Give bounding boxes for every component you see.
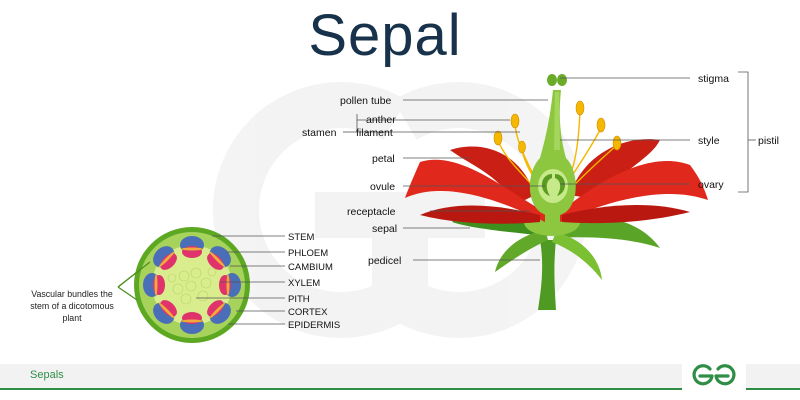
footer-caption: Sepals [30, 369, 64, 381]
petal-back-right [570, 139, 660, 200]
label-petal: petal [372, 153, 395, 165]
style-shape [554, 92, 560, 150]
label-sepal: sepal [372, 223, 397, 235]
petal-back-left [450, 146, 535, 205]
vascular-bundles [143, 236, 241, 334]
geeksforgeeks-logo-icon [682, 359, 746, 393]
sepal-right [555, 217, 660, 248]
flower-illustration [405, 74, 708, 310]
petal-right-lower [562, 204, 690, 224]
petal-right [560, 161, 708, 222]
stem-cross-section [134, 227, 250, 343]
sepal-right-2 [552, 232, 602, 280]
stem-caption: Vascular bundles the stem of a dicotomou… [30, 289, 114, 323]
petal-left [405, 159, 545, 222]
stem-caption-line-3: plant [62, 313, 82, 323]
flower-leader-lines [343, 71, 756, 261]
label-stem: STEM [288, 232, 314, 243]
label-pith: PITH [288, 294, 310, 305]
sepal-left-2 [495, 230, 548, 272]
label-epidermis: EPIDERMIS [288, 320, 340, 331]
label-filament: filament [356, 127, 393, 139]
label-cortex: CORTEX [288, 307, 328, 318]
stigma-shape [547, 74, 567, 86]
label-stigma: stigma [698, 73, 729, 85]
label-phloem: PHLOEM [288, 248, 328, 259]
footer-bar: Sepals [0, 364, 800, 390]
stem-caption-line-2: stem of a dicotomous [30, 301, 114, 311]
label-ovary: ovary [698, 179, 724, 191]
petal-left-lower [420, 205, 540, 224]
stem-labels: STEM PHLOEM CAMBIUM XYLEM PITH CORTEX EP… [288, 232, 340, 331]
pedicel-shape [538, 240, 556, 310]
label-xylem: XYLEM [288, 278, 320, 289]
label-ovule: ovule [370, 181, 395, 193]
label-anther: anther [366, 114, 396, 126]
anthers [493, 100, 622, 154]
label-pistil: pistil [758, 135, 779, 147]
label-pollen-tube: pollen tube [340, 95, 392, 107]
label-stamen: stamen [302, 127, 337, 139]
pith-cells [167, 267, 217, 305]
ovule-shapes [541, 174, 566, 196]
stem-leader-lines [117, 235, 285, 325]
flower-labels: pollen tube anther filament stamen petal… [302, 73, 779, 267]
label-cambium: CAMBIUM [288, 262, 333, 273]
label-receptacle: receptacle [347, 206, 396, 218]
page-title: Sepal [308, 3, 462, 68]
label-pedicel: pedicel [368, 255, 401, 267]
stem-caption-line-1: Vascular bundles the [31, 289, 113, 299]
label-style: style [698, 135, 720, 147]
